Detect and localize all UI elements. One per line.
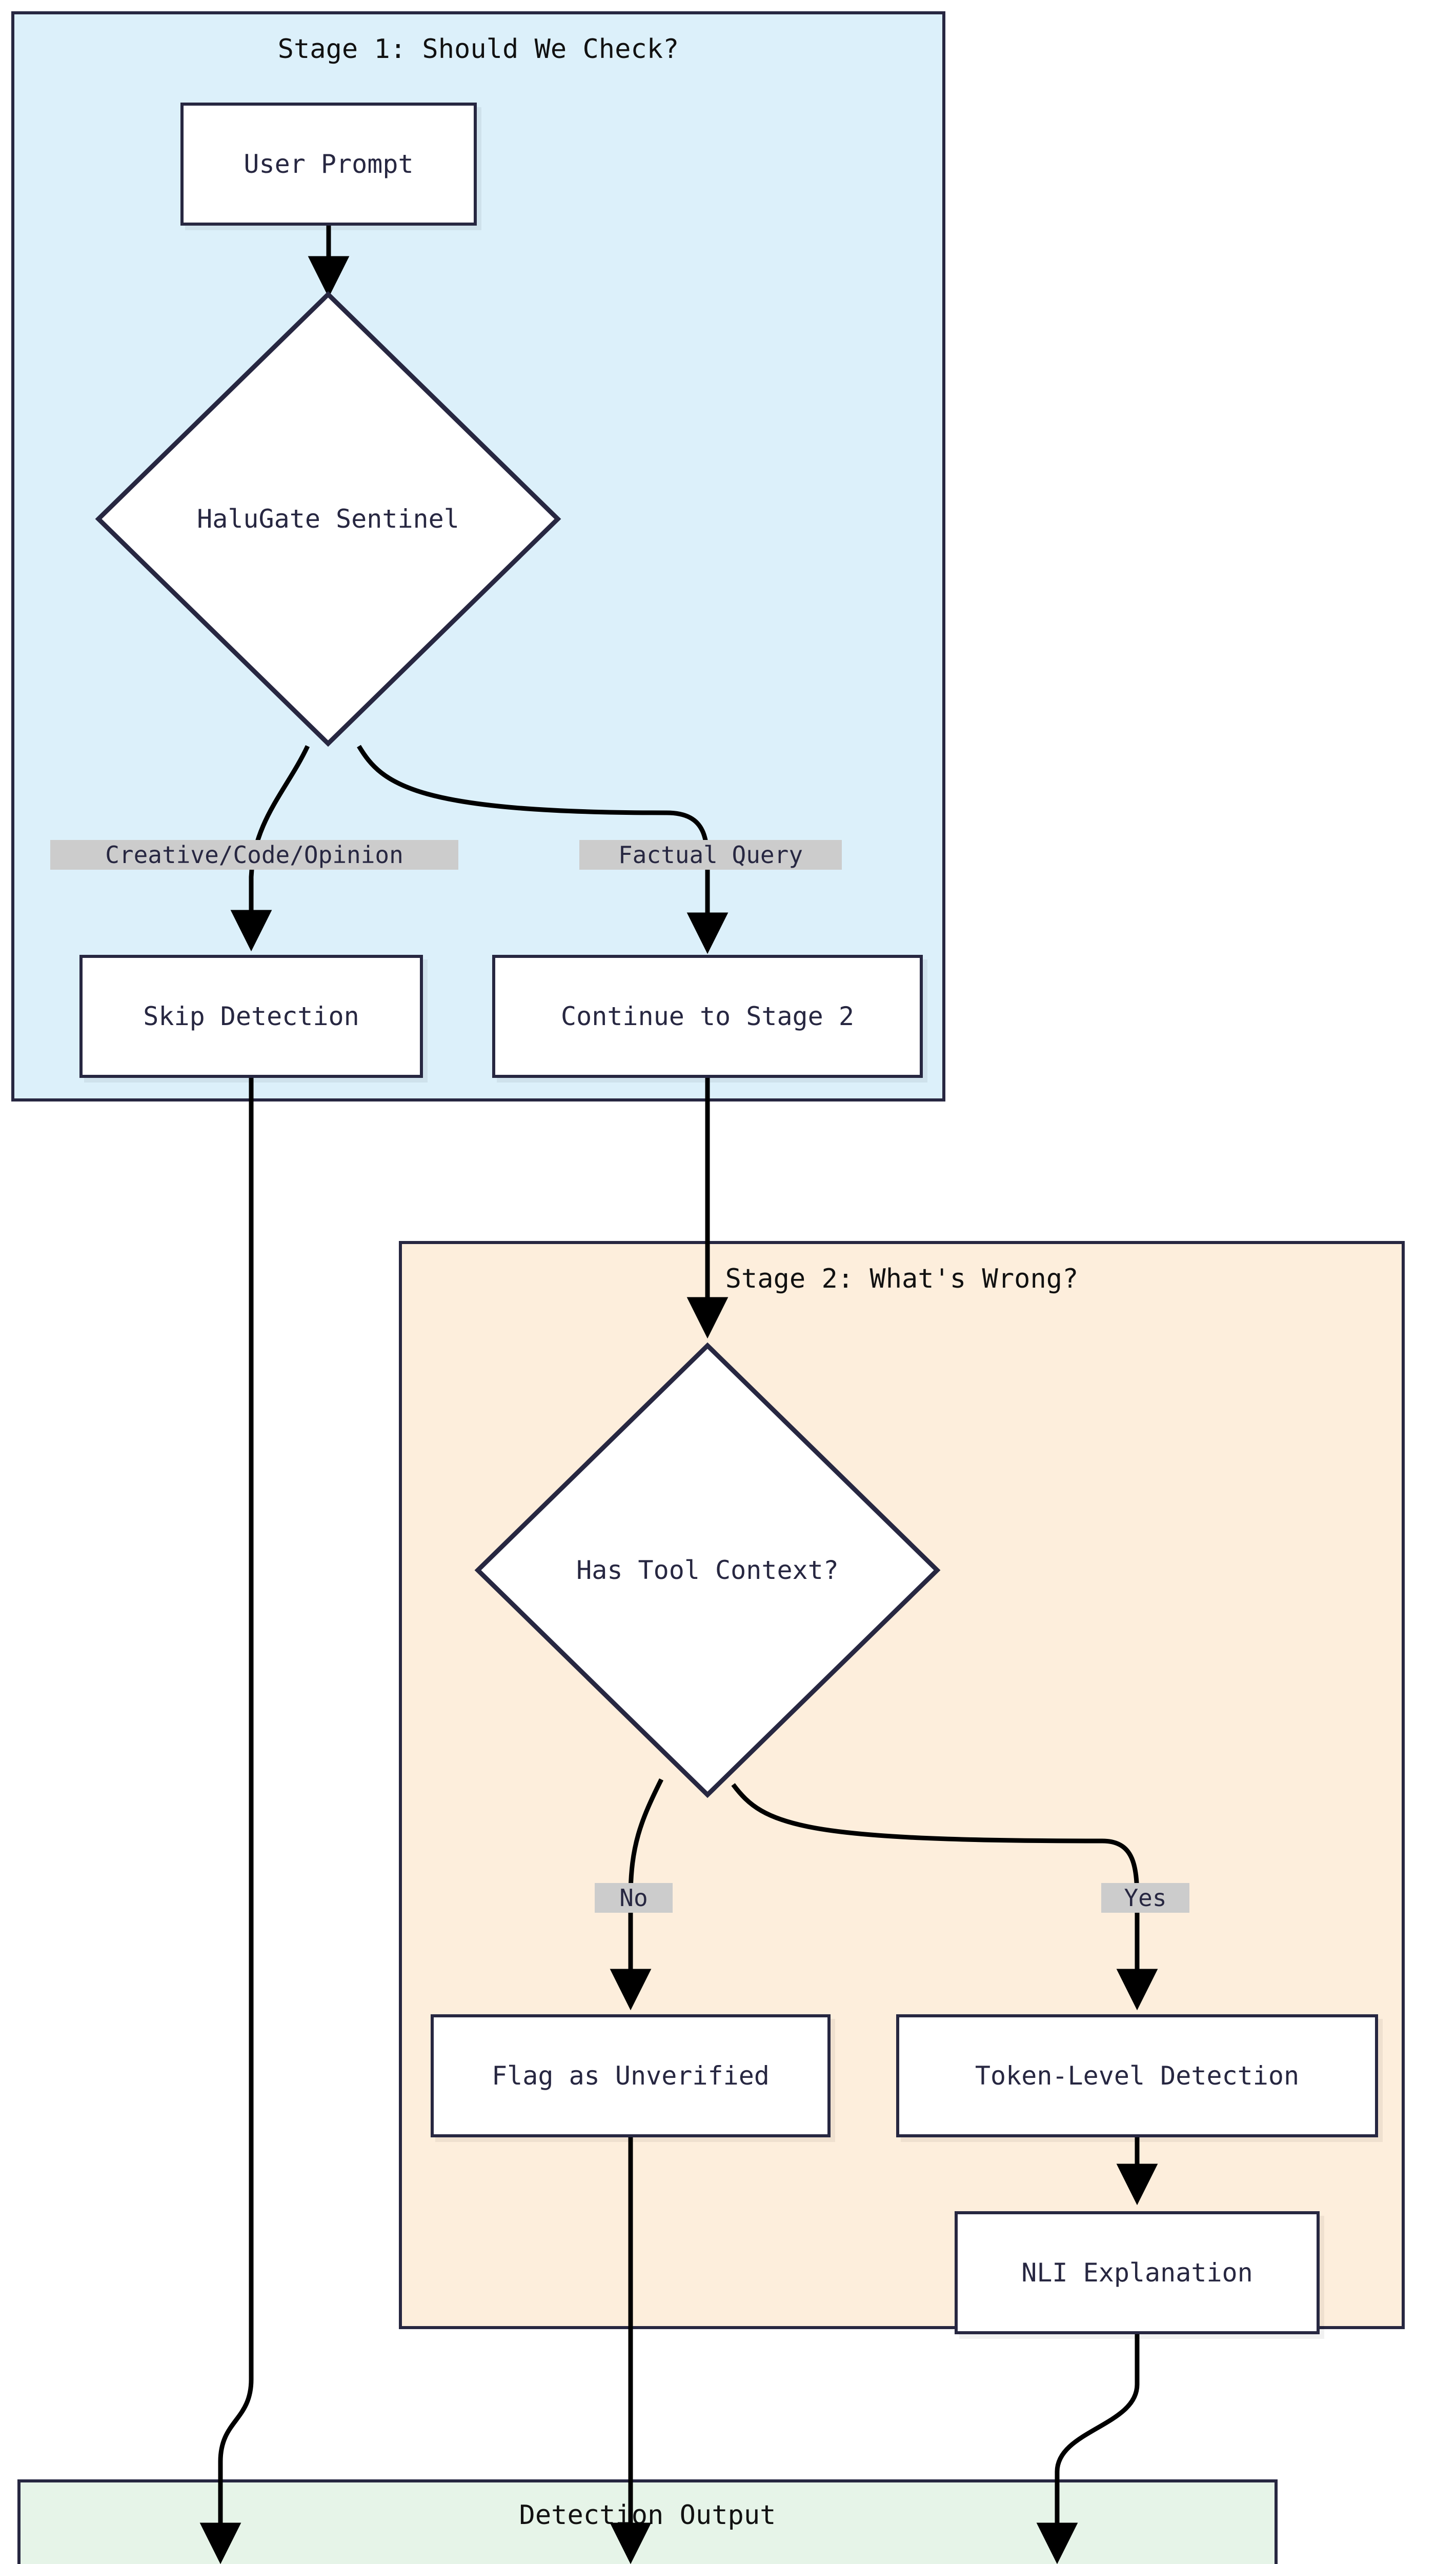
node-skip-detection-label: Skip Detection [143,1001,359,1031]
node-has-tool-context-label: Has Tool Context? [576,1555,839,1585]
edge-skip-detection-to-pass-through [199,1078,254,2564]
node-token-level-detection-label: Token-Level Detection [975,2061,1300,2091]
node-continue-to-stage-2-label: Continue to Stage 2 [561,1001,854,1031]
node-nli-explanation-label: NLI Explanation [1021,2258,1253,2288]
edge-label-no: No [595,1883,673,1913]
node-skip-detection[interactable]: Skip Detection [79,955,423,1078]
node-user-prompt[interactable]: User Prompt [180,103,477,226]
diamond-shape [474,1342,941,1798]
node-flag-as-unverified-label: Flag as Unverified [492,2061,770,2091]
diamond-shape [95,291,561,747]
edge-sentinel-to-continue-stage2 [357,745,729,954]
subgraph-stage-2-title: Stage 2: What's Wrong? [725,1264,1079,1294]
edge-label-factual-query: Factual Query [579,840,842,870]
node-has-tool-context[interactable]: Has Tool Context? [472,1339,943,1801]
edge-label-yes: Yes [1101,1883,1189,1913]
node-halugate-sentinel[interactable]: HaluGate Sentinel [92,288,564,750]
edge-has-tool-context-to-token-level [731,1783,1158,2011]
node-halugate-sentinel-label: HaluGate Sentinel [197,504,459,534]
node-continue-to-stage-2[interactable]: Continue to Stage 2 [492,955,923,1078]
node-token-level-detection[interactable]: Token-Level Detection [896,2014,1378,2137]
edge-label-creative-code-opinion: Creative/Code/Opinion [50,840,458,870]
node-nli-explanation[interactable]: NLI Explanation [955,2211,1320,2334]
node-user-prompt-label: User Prompt [244,149,414,179]
edge-nli-explanation-to-detailed-report [1036,2333,1140,2564]
node-flag-as-unverified[interactable]: Flag as Unverified [431,2014,831,2137]
subgraph-stage-1-title: Stage 1: Should We Check? [277,34,679,65]
subgraph-stage-2: Stage 2: What's Wrong? [399,1241,1405,2329]
